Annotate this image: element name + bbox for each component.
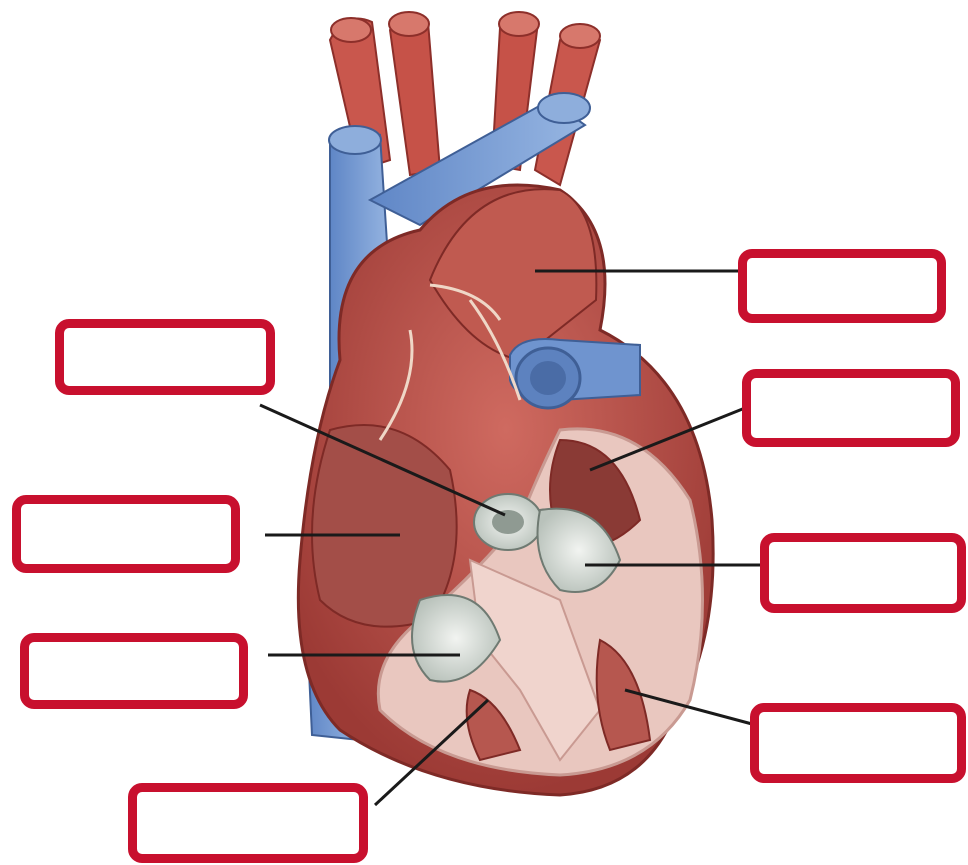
label-box-3[interactable] [742, 369, 960, 447]
label-box-8[interactable] [128, 783, 368, 863]
label-box-4[interactable] [12, 495, 240, 573]
label-box-6[interactable] [20, 633, 248, 709]
label-box-1[interactable] [738, 249, 946, 323]
label-box-2[interactable] [55, 319, 275, 395]
heart-body [298, 185, 713, 795]
label-box-7[interactable] [750, 703, 966, 783]
label-box-5[interactable] [760, 533, 966, 613]
